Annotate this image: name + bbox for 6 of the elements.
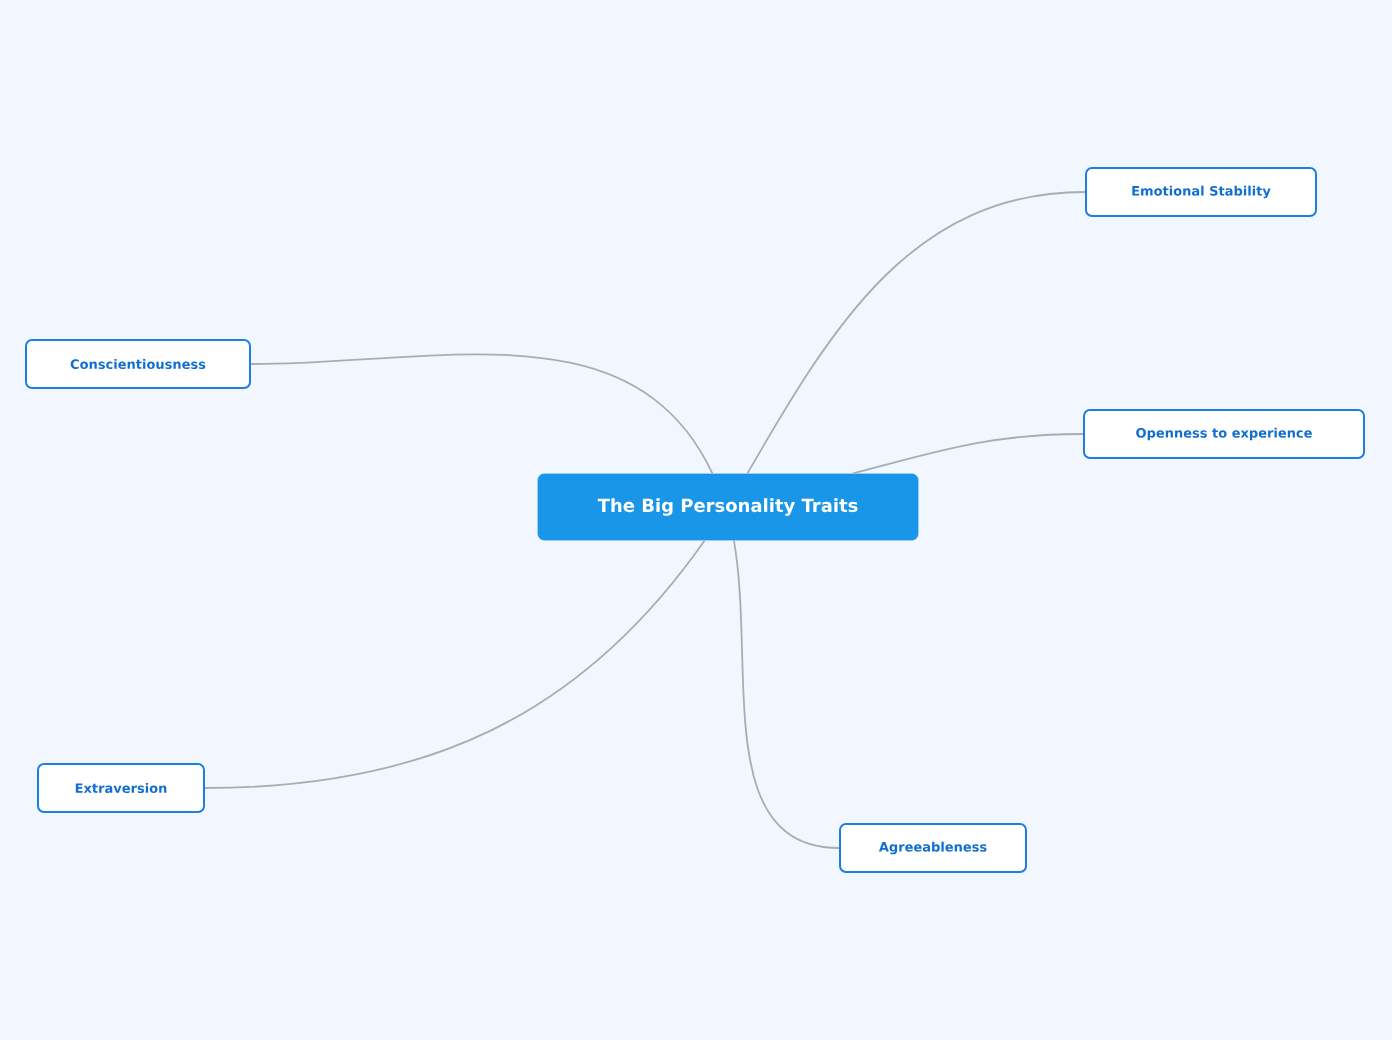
central-topic-box: The Big Personality Traits (537, 473, 919, 541)
connector-line (204, 539, 706, 789)
connector-line (250, 353, 714, 475)
connector-line (733, 539, 840, 849)
connector-line (746, 191, 1086, 475)
connector-line (851, 433, 1084, 475)
